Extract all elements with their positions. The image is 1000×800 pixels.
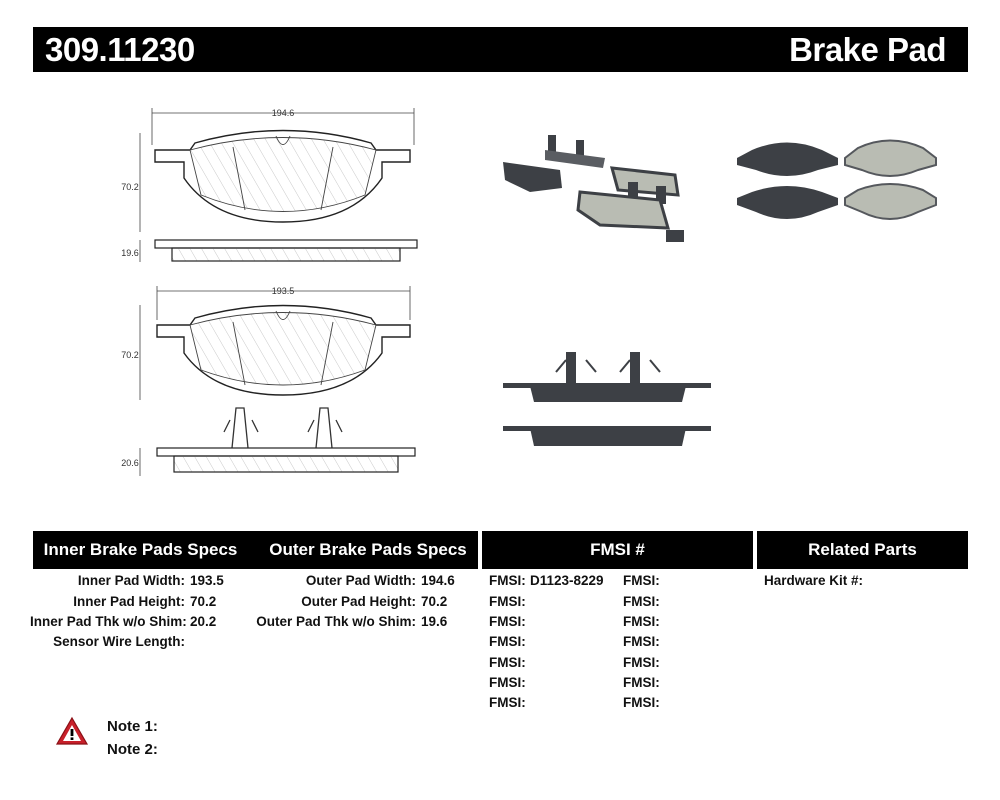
related-part-label: Hardware Kit #: bbox=[764, 573, 864, 588]
fmsi-label: FMSI: bbox=[489, 594, 526, 609]
fmsi-label: FMSI: bbox=[489, 695, 526, 710]
outer-spec-value: 194.6 bbox=[421, 573, 455, 588]
fmsi-underline bbox=[482, 568, 753, 569]
top-pad-drawing: 194.6 70.2 19.6 bbox=[121, 108, 418, 262]
outer-specs-title: Outer Brake Pads Specs bbox=[269, 540, 467, 559]
part-number: 309.11230 bbox=[45, 31, 195, 68]
related-parts-header: Related Parts bbox=[757, 531, 968, 568]
inner-spec-value: 193.5 bbox=[190, 573, 224, 588]
bottom-pad-width-dim: 193.5 bbox=[272, 286, 295, 296]
note-2-label: Note 2: bbox=[107, 741, 158, 758]
outer-spec-label: Outer Pad Thk w/o Shim: bbox=[256, 614, 416, 629]
outer-spec-value: 19.6 bbox=[421, 614, 448, 629]
fmsi-value: D1123-8229 bbox=[530, 573, 604, 588]
outer-spec-label: Outer Pad Height: bbox=[301, 594, 416, 609]
inner-spec-value: 70.2 bbox=[190, 594, 217, 609]
warning-triangle-icon bbox=[55, 716, 89, 745]
fmsi-label: FMSI: bbox=[489, 634, 526, 649]
related-underline bbox=[757, 568, 968, 569]
note-1: Note 1: bbox=[107, 718, 158, 735]
fmsi-label: FMSI: bbox=[623, 573, 660, 588]
inner-spec-label: Sensor Wire Length: bbox=[53, 634, 185, 649]
inner-spec-label: Inner Pad Thk w/o Shim: bbox=[30, 614, 187, 629]
inner-spec-label: Inner Pad Height: bbox=[73, 594, 185, 609]
fmsi-header: FMSI # bbox=[482, 531, 753, 568]
bottom-pad-thickness-dim: 20.6 bbox=[121, 458, 139, 468]
fmsi-label: FMSI: bbox=[623, 634, 660, 649]
top-pad-thickness-dim: 19.6 bbox=[121, 248, 139, 258]
header-bar: 309.11230 Brake Pad bbox=[33, 27, 968, 72]
fmsi-label: FMSI: bbox=[489, 675, 526, 690]
product-category: Brake Pad bbox=[789, 31, 946, 68]
inner-spec-label: Inner Pad Width: bbox=[77, 573, 185, 588]
fmsi-label: FMSI: bbox=[623, 655, 660, 670]
pad-set-photo-angled bbox=[503, 135, 684, 242]
fmsi-label: FMSI: bbox=[489, 573, 526, 588]
bottom-pad-height-dim: 70.2 bbox=[121, 350, 139, 360]
inner-specs-title: Inner Brake Pads Specs bbox=[43, 540, 238, 559]
pads-specs-header: Inner Brake Pads Specs Outer Brake Pads … bbox=[33, 531, 478, 568]
outer-spec-label: Outer Pad Width: bbox=[305, 573, 416, 588]
fmsi-label: FMSI: bbox=[623, 695, 660, 710]
fmsi-label: FMSI: bbox=[623, 675, 660, 690]
top-pad-width-dim: 194.6 bbox=[272, 108, 295, 118]
note-2: Note 2: bbox=[107, 741, 158, 758]
pad-set-photo-flat bbox=[737, 139, 937, 220]
outer-spec-value: 70.2 bbox=[421, 594, 448, 609]
fmsi-label: FMSI: bbox=[623, 594, 660, 609]
fmsi-label: FMSI: bbox=[623, 614, 660, 629]
top-pad-height-dim: 70.2 bbox=[121, 182, 139, 192]
bottom-pad-drawing: 193.5 70.2 20.6 bbox=[121, 286, 416, 476]
pad-set-photo-side bbox=[503, 352, 711, 446]
brake-pad-drawing: 194.6 70.2 19.6 193.5 70.2 20.6 bbox=[121, 108, 937, 476]
fmsi-label: FMSI: bbox=[489, 655, 526, 670]
fmsi-label: FMSI: bbox=[489, 614, 526, 629]
note-1-label: Note 1: bbox=[107, 718, 158, 735]
inner-spec-value: 20.2 bbox=[190, 614, 217, 629]
specs-underline bbox=[33, 568, 478, 569]
